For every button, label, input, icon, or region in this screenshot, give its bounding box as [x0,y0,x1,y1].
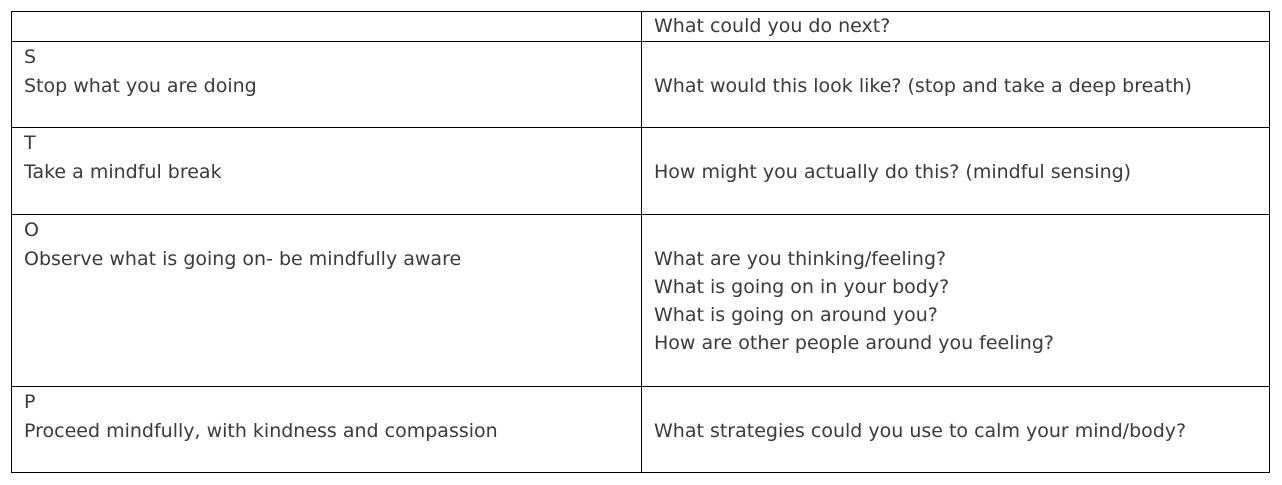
prompt-cell: What strategies could you use to calm yo… [642,387,1269,472]
step-letter: P [24,391,36,413]
step-letter: O [24,219,39,241]
prompt-cell: What are you thinking/feeling? What is g… [642,215,1269,386]
header-title: What could you do next? [654,15,891,37]
prompt-cell: What would this look like? (stop and tak… [642,42,1269,127]
step-description: Stop what you are doing [24,75,257,97]
step-cell: O Observe what is going on- be mindfully… [12,215,642,386]
step-cell: S Stop what you are doing [12,42,642,127]
step-description: Take a mindful break [24,161,222,183]
prompt-line: What is going on around you? [654,304,938,326]
table-row: P Proceed mindfully, with kindness and c… [12,387,1269,472]
table-row: O Observe what is going on- be mindfully… [12,215,1269,387]
step-description: Proceed mindfully, with kindness and com… [24,420,498,442]
stop-table: What could you do next? S Stop what you … [11,11,1270,473]
header-left-cell [12,12,642,41]
prompt-line: How are other people around you feeling? [654,332,1054,354]
prompt-line: How might you actually do this? (mindful… [654,161,1132,183]
prompt-line: What is going on in your body? [654,276,950,298]
table-row: S Stop what you are doing What would thi… [12,42,1269,128]
header-right-cell: What could you do next? [642,12,1269,41]
step-letter: T [24,132,36,154]
prompt-line: What would this look like? (stop and tak… [654,75,1192,97]
prompt-line: What strategies could you use to calm yo… [654,420,1187,442]
prompt-line: What are you thinking/feeling? [654,248,947,270]
step-cell: P Proceed mindfully, with kindness and c… [12,387,642,472]
step-description: Observe what is going on- be mindfully a… [24,248,462,270]
prompt-cell: How might you actually do this? (mindful… [642,128,1269,214]
step-letter: S [24,46,37,68]
step-cell: T Take a mindful break [12,128,642,214]
table-row: T Take a mindful break How might you act… [12,128,1269,215]
header-row: What could you do next? [12,12,1269,42]
